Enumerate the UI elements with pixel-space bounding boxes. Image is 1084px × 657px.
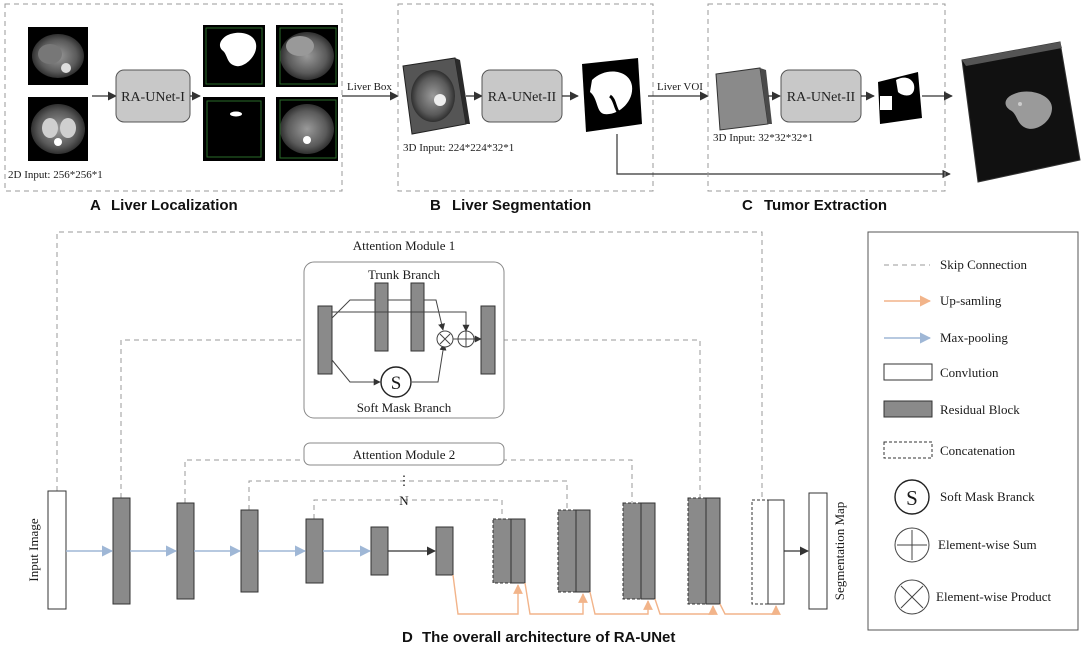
ct-slice-2 <box>28 97 88 161</box>
panel-a-border <box>4 3 343 192</box>
attention-module-2-title: Attention Module 2 <box>353 447 456 462</box>
skip-connection-outer <box>56 231 763 500</box>
bottleneck-block <box>435 526 454 576</box>
panel-c-letter: C <box>742 197 753 214</box>
panel-b: RA-UNet-II 3D Input: 224*224*32*1 <box>397 3 654 192</box>
convolution-box-icon <box>883 363 933 381</box>
soft-mask-legend-symbol: S <box>906 486 918 510</box>
panel-d-title: The overall architecture of RA-UNet <box>422 629 675 646</box>
legend-concatenation: Concatenation <box>940 443 1016 458</box>
ellipsis-label: ⋮ <box>398 473 411 488</box>
legend-border <box>867 231 1079 631</box>
segmentation-map-block <box>808 492 828 610</box>
panel-c-input-label: 3D Input: 32*32*32*1 <box>713 132 813 144</box>
ra-unet-ii-label-b: RA-UNet-II <box>488 90 557 105</box>
legend: Skip Connection Up-samling Max-pooling C… <box>867 231 1079 631</box>
ct-slice-1 <box>28 27 88 85</box>
panel-a: RA-UNet-I 2D Input: 256*256*1 <box>4 3 343 192</box>
tumor-volume <box>878 72 922 124</box>
panel-d-letter: D <box>402 629 413 646</box>
n-label: N <box>399 493 409 508</box>
am1-trunk-block-1 <box>374 282 389 352</box>
panel-a-letter: A <box>90 197 101 214</box>
panel-b-letter: B <box>430 197 441 214</box>
legend-convolution: Convlution <box>940 365 999 380</box>
attention-module-1 <box>303 261 505 419</box>
decoder-block-1 <box>492 518 526 584</box>
legend-up-sampling: Up-samling <box>940 293 1002 308</box>
panel-c-border <box>707 3 946 192</box>
encoder-block-1 <box>112 497 131 605</box>
panel-b-border <box>397 3 654 192</box>
encoder-block-3 <box>240 509 259 593</box>
input-image-block <box>47 490 67 610</box>
mask-slice-2 <box>203 97 265 161</box>
panel-c-title: Tumor Extraction <box>764 197 887 214</box>
segmentation-map-label: Segmentation Map <box>832 502 847 601</box>
liver-voi-label: Liver VOI <box>657 81 703 93</box>
architecture-diagram: Attention Module 1 Trunk Branch Soft Mas… <box>26 231 847 615</box>
residual-block-icon <box>883 400 933 418</box>
panel-a-title: Liver Localization <box>111 197 238 214</box>
decoder-block-3 <box>622 502 656 600</box>
panel-a-input-label: 2D Input: 256*256*1 <box>8 169 103 181</box>
soft-mask-branch-label: Soft Mask Branch <box>357 400 452 415</box>
legend-soft-mask: Soft Mask Branck <box>940 489 1035 504</box>
soft-mask-legend-icon <box>894 479 930 515</box>
final-3d-output <box>961 41 1081 183</box>
am1-input-block <box>317 305 333 375</box>
am1-output-block <box>480 305 496 375</box>
voi-volume <box>715 67 772 131</box>
am1-trunk-block-2 <box>410 282 425 352</box>
attention-module-1-title: Attention Module 1 <box>353 238 456 253</box>
skip-connection-5 <box>313 499 503 519</box>
ct-volume <box>402 57 470 135</box>
liver-volume <box>582 58 642 132</box>
soft-mask-symbol: S <box>391 373 402 394</box>
soft-mask-icon <box>380 366 412 398</box>
decoder-block-2 <box>557 509 591 593</box>
attention-module-2 <box>303 442 505 466</box>
trunk-branch-label: Trunk Branch <box>368 267 441 282</box>
encoder-block-5 <box>370 526 389 576</box>
skip-connection-4 <box>248 480 568 510</box>
legend-element-wise-sum: Element-wise Sum <box>938 537 1037 552</box>
ra-unet-i-label: RA-UNet-I <box>121 90 185 105</box>
skip-connection-3 <box>184 459 633 503</box>
panel-c: RA-UNet-II 3D Input: 32*32*32*1 <box>707 3 953 192</box>
encoder-block-2 <box>176 502 195 600</box>
legend-skip-connection: Skip Connection <box>940 257 1028 272</box>
encoder-block-4 <box>305 518 324 584</box>
decoder-block-4 <box>687 497 721 605</box>
panel-b-title: Liver Segmentation <box>452 197 591 214</box>
overlay-slice-1 <box>276 25 338 87</box>
concatenation-box-icon <box>883 441 933 459</box>
legend-element-wise-product: Element-wise Product <box>936 589 1052 604</box>
legend-residual-block: Residual Block <box>940 402 1020 417</box>
liver-box-label: Liver Box <box>347 81 392 93</box>
panel-b-input-label: 3D Input: 224*224*32*1 <box>403 142 514 154</box>
final-concat-block <box>751 499 785 605</box>
mask-slice-1 <box>203 25 265 87</box>
input-image-label: Input Image <box>26 518 41 581</box>
legend-max-pooling: Max-pooling <box>940 330 1008 345</box>
ra-unet-ii-label-c: RA-UNet-II <box>787 90 856 105</box>
overlay-slice-2 <box>276 97 338 161</box>
